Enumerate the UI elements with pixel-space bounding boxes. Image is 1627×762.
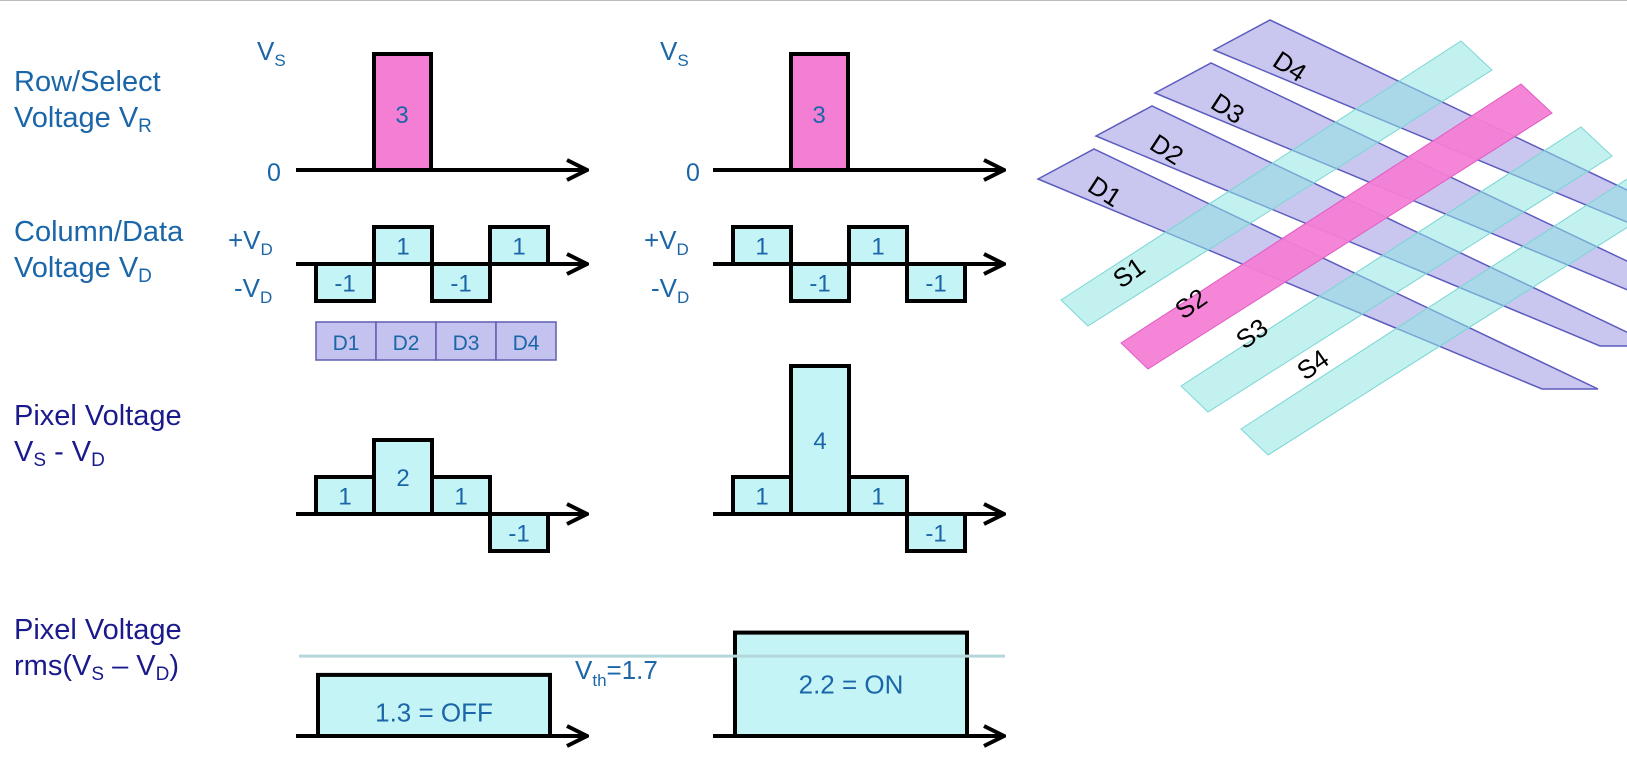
select-line-1 <box>1060 40 1493 327</box>
data-segment-label-3: D3 <box>453 332 480 355</box>
data-left-value-2: 1 <box>396 234 409 261</box>
label-pixel-voltage-line1: Pixel Voltage <box>14 400 182 432</box>
rms-right-box <box>733 630 969 738</box>
rms-bar-right: 2.2 = ON <box>733 630 969 738</box>
data-right-bar-3 <box>847 225 909 266</box>
pixel-right-value-2: 4 <box>813 428 826 455</box>
pixel-right-bar-1 <box>731 475 793 516</box>
row-select-pulse-value-right: 3 <box>812 102 825 129</box>
label-pixel-voltage-line2: VS - VD <box>14 436 105 471</box>
pixel-left-value-3: 1 <box>454 484 467 511</box>
pixel-right-bar-3 <box>847 475 909 516</box>
data-segment-1 <box>315 321 377 361</box>
row-select-pulse-left <box>372 52 433 172</box>
label-row-select-line2: Voltage VR <box>14 102 152 137</box>
label-column-data-line2: Voltage VD <box>14 252 152 287</box>
label-column-data: Column/Data Voltage VD <box>14 214 183 295</box>
threshold-label: Vth=1.7 <box>575 655 658 690</box>
pixel-voltage-waveforms: 1 2 1 -1 1 4 1 -1 <box>296 364 1004 553</box>
data-segment-label-4: D4 <box>513 332 540 355</box>
axis-label-plus-vd-left: +VD <box>228 225 273 259</box>
label-pixel-voltage: Pixel Voltage VS - VD <box>14 398 182 479</box>
data-left-value-3: -1 <box>450 271 471 298</box>
axis-label-vs-right: VS <box>660 36 689 70</box>
label-row-select-line1: Row/Select <box>14 66 161 98</box>
label-pixel-rms-line1: Pixel Voltage <box>14 614 182 646</box>
select-line-4 <box>1240 178 1627 456</box>
label-pixel-rms: Pixel Voltage rms(VS – VD) <box>14 612 182 693</box>
data-right-value-1: 1 <box>755 234 768 261</box>
pixel-left-bar-4 <box>488 512 550 553</box>
axis-label-vs-left: VS <box>257 36 286 70</box>
data-left-value-1: -1 <box>334 271 355 298</box>
data-right-value-2: -1 <box>809 271 830 298</box>
label-pixel-rms-line2: rms(VS – VD) <box>14 650 180 685</box>
axis-label-plus-vd-right: +VD <box>644 225 689 259</box>
pixel-rms-bars: 1.3 = OFF 2.2 = ON Vth=1.7 <box>296 630 1005 739</box>
row-select-pulse-value-left: 3 <box>395 102 408 129</box>
axis-label-zero-right: 0 <box>686 159 700 187</box>
rms-left-label: 1.3 = OFF <box>375 697 493 727</box>
label-row-select: Row/Select Voltage VR <box>14 64 161 145</box>
row-select-waveforms: VS VS 0 0 3 3 <box>257 36 1004 187</box>
pixel-left-value-4: -1 <box>508 521 529 548</box>
rms-bar-left: 1.3 = OFF <box>316 672 552 739</box>
data-segment-2 <box>375 321 437 361</box>
pixel-right-value-1: 1 <box>755 484 768 511</box>
data-right-value-4: -1 <box>925 271 946 298</box>
data-segment-label-2: D2 <box>393 332 420 355</box>
data-waveform-right: 1 -1 1 -1 <box>731 225 967 303</box>
axis-label-minus-vd-right: -VD <box>651 273 689 307</box>
data-right-value-3: 1 <box>871 234 884 261</box>
data-left-value-4: 1 <box>512 234 525 261</box>
axis-label-minus-vd-left: -VD <box>234 273 272 307</box>
rms-right-label: 2.2 = ON <box>799 669 904 699</box>
pixel-waveform-left: 1 2 1 -1 <box>314 438 550 553</box>
pixel-right-value-3: 1 <box>871 484 884 511</box>
pixel-left-value-1: 1 <box>338 484 351 511</box>
pixel-left-bar-1 <box>314 475 376 516</box>
axis-label-zero-left: 0 <box>267 159 281 187</box>
pixel-left-value-2: 2 <box>396 465 409 492</box>
data-right-bar-4 <box>905 262 967 303</box>
pixel-left-bar-3 <box>430 475 492 516</box>
data-segment-4 <box>495 321 557 361</box>
label-column-data-line1: Column/Data <box>14 216 184 248</box>
top-divider <box>0 0 1627 1</box>
data-left-bar-3 <box>430 262 492 303</box>
data-segment-label-1: D1 <box>333 332 360 355</box>
select-line-3 <box>1180 126 1613 413</box>
row-select-pulse-right <box>789 52 850 172</box>
column-data-waveforms: +VD -VD +VD -VD -1 1 -1 1 1 -1 1 -1 D1 D2 D3 D4 <box>228 225 1004 361</box>
pixel-waveform-right: 1 4 1 -1 <box>731 364 967 553</box>
pixel-right-value-4: -1 <box>925 521 946 548</box>
data-segment-strip: D1 D2 D3 D4 <box>315 321 557 361</box>
select-line-2 <box>1120 83 1553 370</box>
